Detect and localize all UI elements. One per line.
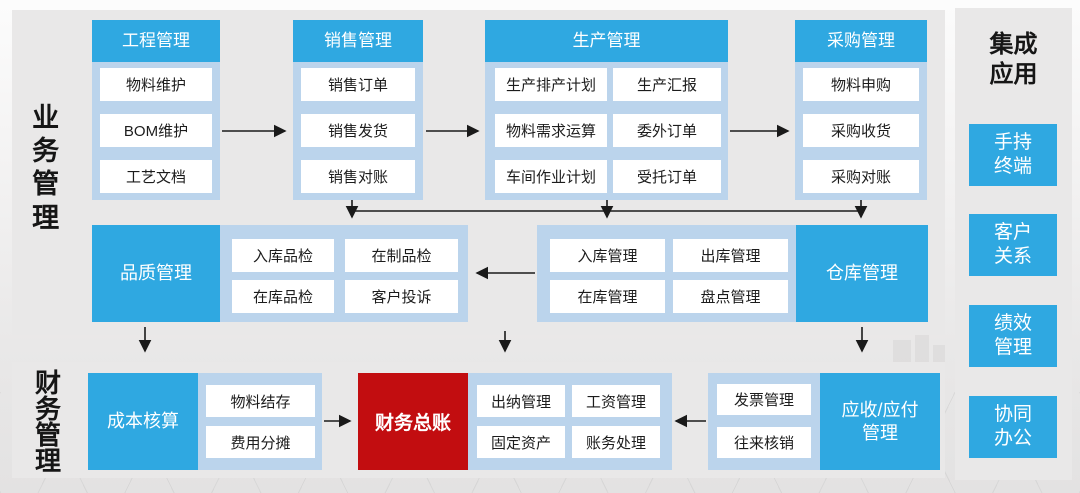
quality-group: 品质管理 入库品检 在制品检 在库品检 客户投诉 [92, 225, 468, 322]
receivable-title-box: 应收/应付管理 [820, 373, 940, 470]
warehouse-group: 入库管理 出库管理 在库管理 盘点管理 仓库管理 [537, 225, 928, 322]
module-item: 出库管理 [673, 239, 788, 272]
module-item: 采购对账 [803, 160, 919, 193]
module-item: 在库管理 [550, 280, 665, 313]
module-item: 在制品检 [345, 239, 458, 272]
sales-header: 销售管理 [293, 20, 423, 62]
module-item: 账务处理 [572, 426, 660, 458]
receivable-title-text: 应收/应付管理 [841, 400, 919, 443]
production-header: 生产管理 [485, 20, 728, 62]
module-item: 物料需求运算 [495, 114, 607, 147]
app-handheld-terminal: 手持终端 [969, 124, 1057, 186]
cashier-group: 出纳管理 工资管理 固定资产 账务处理 [468, 373, 672, 470]
module-item: BOM维护 [100, 114, 212, 147]
general-ledger-box: 财务总账 [358, 373, 468, 470]
app-customer-relations: 客户关系 [969, 214, 1057, 276]
cost-title-box: 成本核算 [88, 373, 198, 470]
engineering-header: 工程管理 [92, 20, 220, 62]
procurement-group: 采购管理 物料申购 采购收货 采购对账 [795, 20, 927, 200]
app-label: 绩效管理 [993, 313, 1032, 358]
app-performance-management: 绩效管理 [969, 305, 1057, 367]
app-label: 手持终端 [993, 132, 1032, 177]
finance-management-label: 财务管理 [35, 368, 62, 476]
module-item: 委外订单 [613, 114, 721, 147]
module-item: 工艺文档 [100, 160, 212, 193]
module-item: 受托订单 [613, 160, 721, 193]
module-item: 物料维护 [100, 68, 212, 101]
cost-items-container: 物料结存 费用分摊 [198, 373, 322, 470]
warehouse-title-box: 仓库管理 [796, 225, 928, 322]
module-item: 客户投诉 [345, 280, 458, 313]
app-label: 协同办公 [993, 404, 1032, 449]
business-management-label: 业务管理 [32, 103, 60, 233]
cost-group: 成本核算 物料结存 费用分摊 [88, 373, 322, 470]
integration-panel: 集成应用 手持终端 客户关系 绩效管理 协同办公 [955, 8, 1072, 480]
app-label: 客户关系 [993, 222, 1032, 267]
skyline-building [893, 340, 911, 362]
module-item: 销售对账 [301, 160, 415, 193]
module-item: 在库品检 [232, 280, 334, 313]
skyline-building [915, 332, 929, 362]
integration-title: 集成应用 [955, 30, 1072, 90]
app-collaborative-office: 协同办公 [969, 396, 1057, 458]
receivable-items-container: 发票管理 往来核销 [708, 373, 820, 470]
module-item: 工资管理 [572, 385, 660, 417]
module-item: 入库管理 [550, 239, 665, 272]
module-item: 销售订单 [301, 68, 415, 101]
skyline-building [933, 345, 945, 362]
sales-group: 销售管理 销售订单 销售发货 销售对账 [293, 20, 423, 200]
receivable-group: 发票管理 往来核销 应收/应付管理 [708, 373, 940, 470]
procurement-header: 采购管理 [795, 20, 927, 62]
module-item: 采购收货 [803, 114, 919, 147]
module-item: 费用分摊 [206, 426, 315, 458]
module-item: 物料申购 [803, 68, 919, 101]
production-group: 生产管理 生产排产计划 物料需求运算 车间作业计划 生产汇报 委外订单 受托订单 [485, 20, 728, 200]
module-item: 生产汇报 [613, 68, 721, 101]
module-item: 入库品检 [232, 239, 334, 272]
module-item: 车间作业计划 [495, 160, 607, 193]
module-item: 物料结存 [206, 385, 315, 417]
integration-title-text: 集成应用 [989, 31, 1038, 88]
engineering-group: 工程管理 物料维护 BOM维护 工艺文档 [92, 20, 220, 200]
module-item: 发票管理 [717, 384, 811, 415]
module-item: 固定资产 [477, 426, 565, 458]
module-item: 生产排产计划 [495, 68, 607, 101]
module-item: 销售发货 [301, 114, 415, 147]
module-item: 出纳管理 [477, 385, 565, 417]
module-item: 盘点管理 [673, 280, 788, 313]
module-item: 往来核销 [717, 427, 811, 458]
quality-title-box: 品质管理 [92, 225, 220, 322]
